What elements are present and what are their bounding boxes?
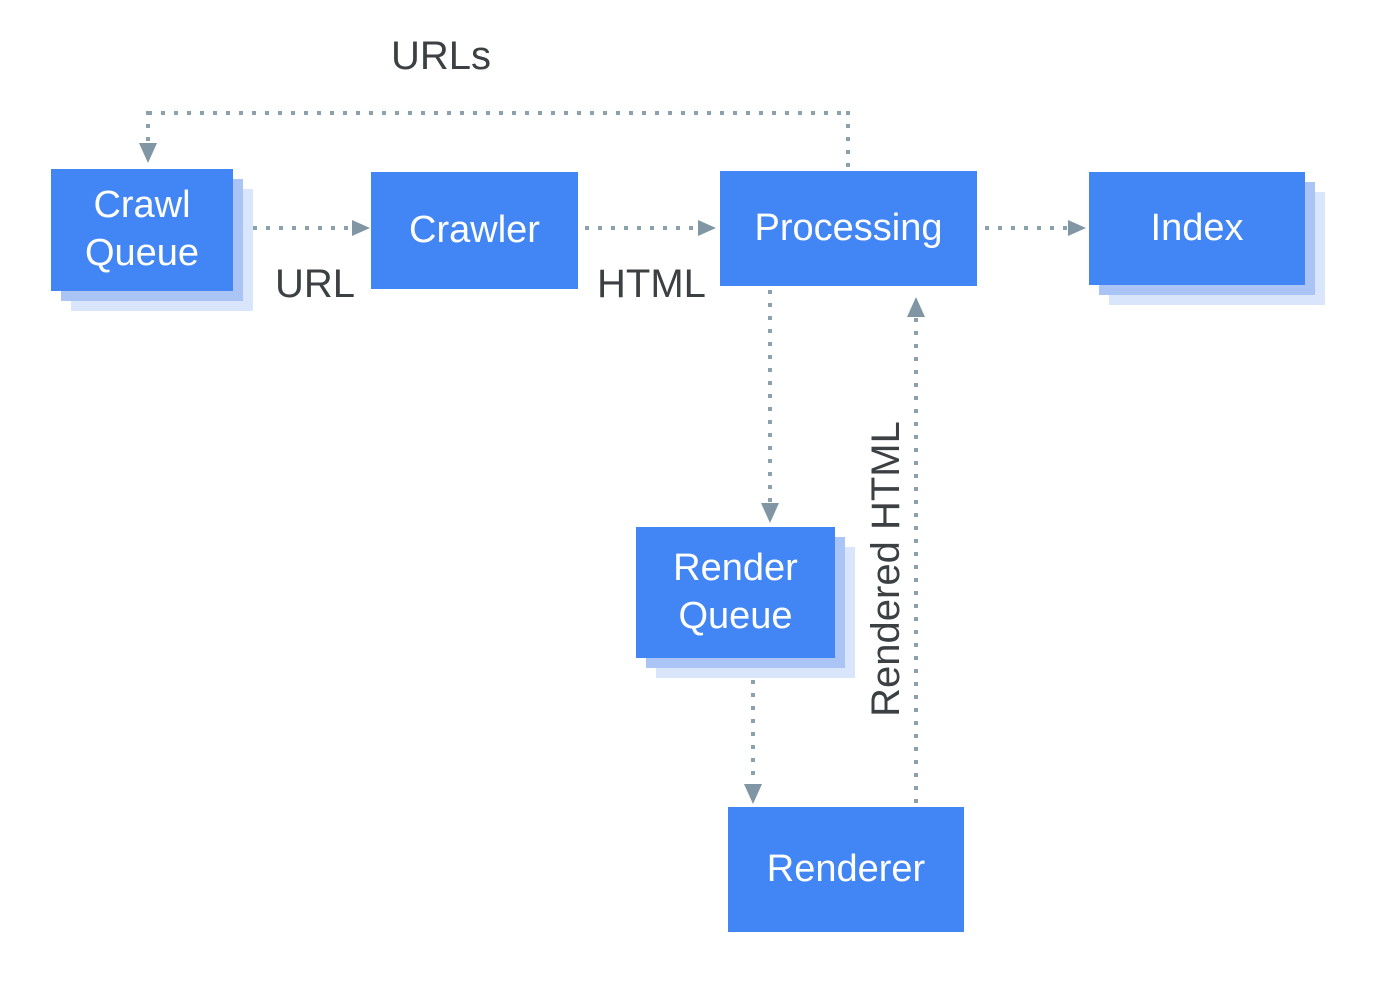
node-renderer: Renderer <box>728 807 964 932</box>
edge-label-urls: URLs <box>391 34 492 78</box>
edge-crawler-to-processing <box>585 226 698 230</box>
arrowhead-into-render-queue-icon <box>761 503 779 523</box>
node-renderer-label: Renderer <box>766 847 926 890</box>
node-index-label: Index <box>1150 206 1244 249</box>
node-crawler: Crawler <box>371 172 578 289</box>
arrowhead-into-processing-bottom-icon <box>907 297 925 317</box>
node-crawl-queue: Crawl Queue <box>51 169 233 291</box>
edge-crawlqueue-to-crawler <box>253 226 353 230</box>
arrowhead-into-index-icon <box>1068 220 1086 236</box>
edge-processing-to-index <box>985 226 1068 230</box>
arrowhead-into-processing-icon <box>698 220 716 236</box>
edge-label-url: URL <box>275 262 356 306</box>
edge-processing-to-crawlqueue-left <box>146 111 150 143</box>
arrowhead-into-crawler-icon <box>352 220 370 236</box>
node-crawl-queue-label: Crawl Queue <box>84 184 200 274</box>
edge-label-html: HTML <box>597 262 706 306</box>
edge-processing-to-renderqueue <box>768 290 772 503</box>
edge-processing-to-crawlqueue-top <box>148 111 848 115</box>
node-processing-label: Processing <box>754 206 943 249</box>
edge-label-rendered-html: Rendered HTML <box>864 421 908 717</box>
node-render-queue: Render Queue <box>636 527 835 658</box>
arrowhead-into-renderer-icon <box>744 784 762 804</box>
arrowhead-into-crawl-queue-icon <box>139 143 157 163</box>
node-processing: Processing <box>720 171 977 286</box>
edge-renderqueue-to-renderer <box>751 680 755 784</box>
node-render-queue-label: Render Queue <box>673 546 798 637</box>
edge-renderer-to-processing <box>914 318 918 807</box>
node-index: Index <box>1089 172 1305 285</box>
edge-processing-to-crawlqueue-right <box>846 111 850 171</box>
node-crawler-label: Crawler <box>409 208 540 251</box>
